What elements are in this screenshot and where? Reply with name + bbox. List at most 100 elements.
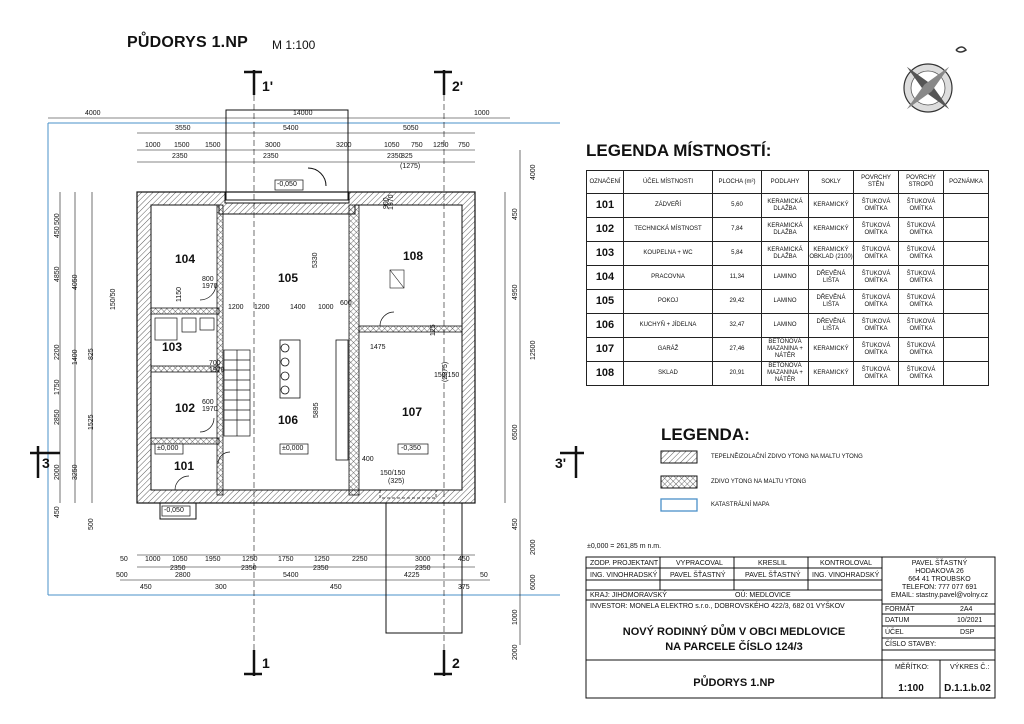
dimension-text: 375: [458, 584, 470, 591]
dimension-text: 750: [458, 142, 470, 149]
legend-swatch-masonry: [660, 475, 698, 489]
room-legend-cell: KERAMICKÝ: [808, 217, 854, 242]
room-legend-cell: DŘEVĚNÁ LIŠTA: [808, 313, 854, 338]
room-legend-cell: 32,47: [712, 313, 762, 338]
dimension-text: 150/150: [434, 372, 460, 379]
room-legend-cell: ŠTUKOVÁ OMÍTKA: [853, 361, 899, 386]
dimension-text: 50: [120, 556, 128, 563]
dimension-text: 2350: [387, 153, 403, 160]
dimension-text: 600: [340, 300, 352, 307]
dimension-text: 4950: [512, 284, 519, 300]
room-legend-header: PLOCHA (m²): [712, 170, 762, 194]
dimension-text: 1000: [145, 142, 161, 149]
dimension-text: 1150: [176, 286, 183, 302]
room-legend-header: PODLAHY: [761, 170, 809, 194]
dimension-text: 450: [512, 208, 519, 220]
room-legend-cell: [943, 313, 989, 338]
author-email: EMAIL: stastny.pavel@volny.cz: [890, 592, 989, 599]
dimension-text: 1000: [512, 609, 519, 625]
plan-room-106: 106: [278, 413, 299, 427]
room-legend-cell: 104: [586, 265, 624, 290]
dimension-text: 1250: [314, 556, 330, 563]
room-legend-cell: 20,91: [712, 361, 762, 386]
room-legend-cell: ŠTUKOVÁ OMÍTKA: [853, 265, 899, 290]
room-legend-cell: ŠTUKOVÁ OMÍTKA: [898, 289, 944, 314]
room-legend-cell: 7,84: [712, 217, 762, 242]
dimension-lines: [48, 117, 521, 645]
room-legend-cell: 107: [586, 337, 624, 362]
room-legend-cell: [943, 265, 989, 290]
room-legend-cell: [943, 337, 989, 362]
level-main-2: ±0,000: [157, 445, 179, 452]
dimension-text: 1000: [474, 110, 490, 117]
legend-item-masonry: ZDIVO YTONG NA MALTU YTONG: [711, 479, 807, 485]
dimension-text: 1050: [172, 556, 188, 563]
role-drawn: KRESLIL: [758, 560, 787, 567]
room-legend-cell: ŠTUKOVÁ OMÍTKA: [898, 361, 944, 386]
bathroom-fixtures: [154, 317, 215, 341]
name-prepared: PAVEL ŠŤASTNÝ: [670, 572, 726, 579]
room-legend-cell: 106: [586, 313, 624, 338]
dimension-text: 150/50: [110, 288, 117, 310]
dimension-text: 150/150: [380, 470, 406, 477]
room-legend-cell: [943, 289, 989, 314]
room-legend-cell: KERAMICKÁ DLAŽBA: [761, 241, 809, 266]
dimension-text: 1525: [88, 414, 95, 430]
dimension-text: 1200: [228, 304, 244, 311]
dimension-text: 2000: [512, 644, 519, 660]
room-legend-cell: 108: [586, 361, 624, 386]
dimension-text: 5400: [283, 125, 299, 132]
dimension-text: 14000: [293, 110, 313, 117]
building-label: ČÍSLO STAVBY:: [885, 641, 937, 648]
dimension-text: 450: [54, 506, 61, 518]
room-legend-cell: 5,84: [712, 241, 762, 266]
project-name-1: NOVÝ RODINNÝ DŮM V OBCI MEDLOVICE: [622, 626, 846, 638]
room-legend-cell: KERAMICKÁ DLAŽBA: [761, 193, 809, 218]
dimension-text: 825: [401, 153, 413, 160]
level-garage: -0,350: [401, 445, 421, 452]
scale-value: 1:100: [898, 683, 924, 694]
room-legend-cell: [943, 241, 989, 266]
room-legend-cell: ŠTUKOVÁ OMÍTKA: [898, 337, 944, 362]
dimension-text: 2000: [530, 539, 537, 555]
author-phone: TELEFON: 777 077 691: [901, 584, 978, 591]
role-prepared: VYPRACOVAL: [676, 560, 723, 567]
room-legend-cell: POKOJ: [623, 289, 713, 314]
role-responsible: ZODP. PROJEKTANT: [590, 560, 659, 567]
room-legend-cell: PRACOVNA: [623, 265, 713, 290]
name-checked: ING. VINOHRADSKÝ: [812, 572, 880, 579]
room-legend-title: LEGENDA MÍSTNOSTÍ:: [586, 141, 772, 160]
legend-swatch-cadastral: [660, 498, 698, 512]
dimension-text: 1970: [388, 194, 395, 210]
dimension-text: 3250: [72, 464, 79, 480]
dimension-text: (1275): [400, 163, 421, 170]
section-label-2-top: 2': [452, 78, 464, 94]
section-label-2-bottom: 2: [452, 655, 460, 671]
dimension-text: 2350: [313, 565, 329, 572]
staircase: [223, 349, 251, 437]
level-terrace: -0,050: [277, 181, 297, 188]
room-legend-cell: ŠTUKOVÁ OMÍTKA: [898, 217, 944, 242]
plan-room-104: 104: [175, 252, 196, 266]
room-legend-cell: KERAMICKÝ: [808, 193, 854, 218]
dimension-text: 2000: [54, 464, 61, 480]
section-markers: [30, 70, 584, 676]
level-main: ±0,000: [282, 445, 304, 452]
room-legend-cell: 29,42: [712, 289, 762, 314]
room-legend-cell: ŠTUKOVÁ OMÍTKA: [898, 193, 944, 218]
dimension-text: 1750: [54, 379, 61, 395]
room-legend-cell: KERAMICKÝ: [808, 361, 854, 386]
dimension-text: 600: [202, 399, 214, 406]
dimension-text: 2350: [415, 565, 431, 572]
room-legend-cell: ZÁDVEŘÍ: [623, 193, 713, 218]
elevation-note: ±0,000 = 261,85 m n.m.: [587, 543, 662, 550]
dimension-text: 700: [209, 360, 221, 367]
scale-label: MĚŘÍTKO:: [895, 664, 929, 671]
room-legend-cell: ŠTUKOVÁ OMÍTKA: [898, 265, 944, 290]
dimension-text: 450: [512, 518, 519, 530]
dimension-text: 1500: [174, 142, 190, 149]
dimension-text: 5400: [283, 572, 299, 579]
